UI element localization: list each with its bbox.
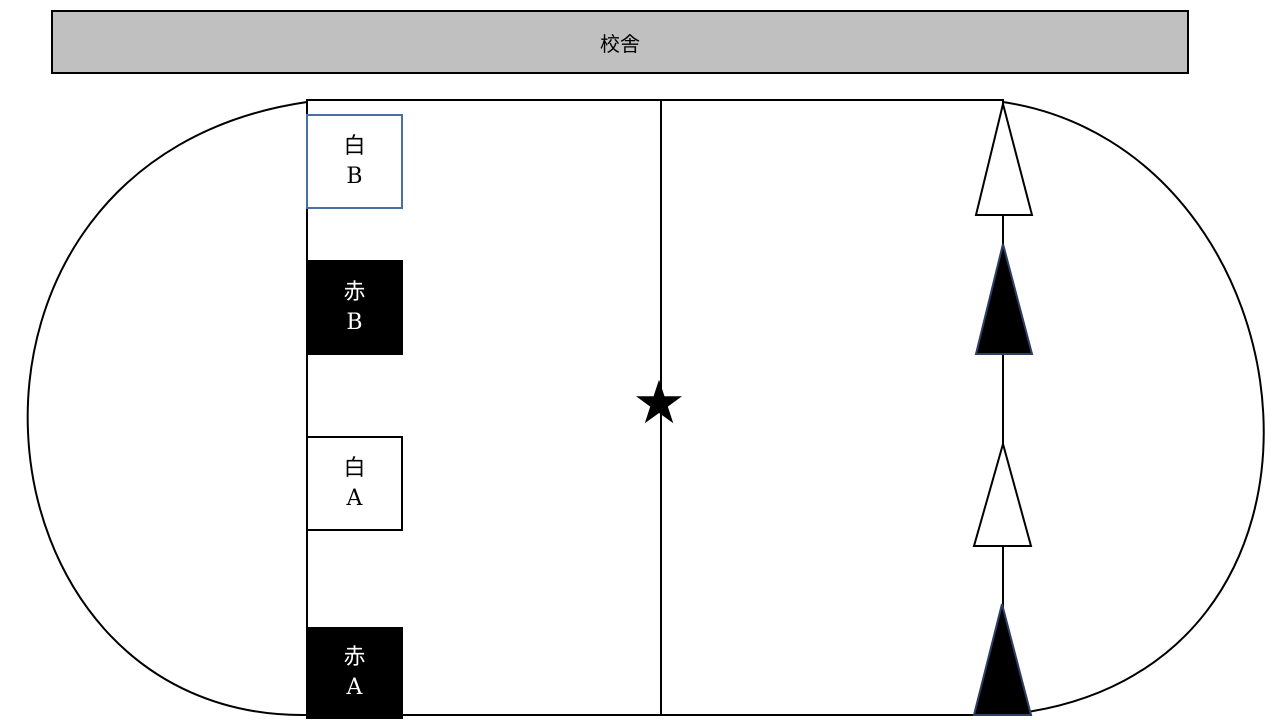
team-box-line1: 白 <box>343 133 366 159</box>
field-rectangle <box>306 99 1004 716</box>
school-building: 校舎 <box>51 10 1189 74</box>
center-star-icon: ★ <box>632 368 686 438</box>
team-box-shiro-b: 白 B <box>306 114 403 209</box>
team-box-line2: A <box>346 675 363 700</box>
school-building-label: 校舎 <box>600 31 640 56</box>
cone-white-icon <box>972 440 1033 547</box>
team-box-aka-b: 赤 B <box>306 260 403 355</box>
team-box-line2: A <box>346 485 363 511</box>
team-box-shiro-a: 白 A <box>306 436 403 531</box>
team-box-aka-a: 赤 A <box>306 627 403 719</box>
team-box-line2: B <box>346 309 363 335</box>
team-box-line1: 赤 <box>343 645 366 670</box>
team-box-line1: 赤 <box>343 279 366 305</box>
cone-white-icon <box>974 103 1034 216</box>
team-box-line2: B <box>346 163 363 189</box>
cone-black-icon <box>972 603 1033 716</box>
cone-black-icon <box>974 243 1034 355</box>
team-box-line1: 白 <box>343 455 366 481</box>
